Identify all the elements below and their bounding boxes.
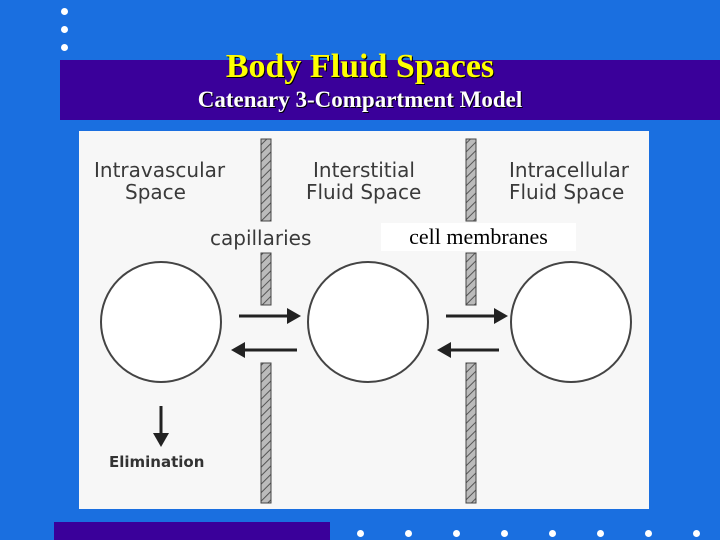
cell-membrane-barrier-segment: [465, 362, 477, 504]
intravascular-label-line1: Intravascular: [94, 158, 226, 182]
intravascular-label-line2: Space: [125, 180, 186, 204]
arrow-left-icon: [437, 342, 499, 358]
decorative-dot: [61, 26, 68, 33]
compartment-diagram: Intravascular Space Interstitial Fluid S…: [79, 131, 649, 509]
interstitial-compartment-circle: [307, 261, 429, 383]
intracellular-label-line1: Intracellular: [509, 158, 630, 182]
decorative-dot: [501, 530, 508, 537]
decorative-dot: [61, 8, 68, 15]
decorative-dot: [645, 530, 652, 537]
arrow-right-icon: [446, 308, 508, 324]
intracellular-compartment-circle: [510, 261, 632, 383]
elimination-label: Elimination: [109, 453, 205, 471]
cell-membrane-barrier-segment: [465, 252, 477, 306]
capillary-barrier-segment: [260, 138, 272, 222]
title-band: [60, 60, 720, 120]
decorative-dot: [597, 530, 604, 537]
arrow-left-icon: [231, 342, 297, 358]
cell-membranes-label: cell membranes: [381, 223, 576, 251]
decorative-dot: [693, 530, 700, 537]
cell-membrane-barrier-segment: [465, 138, 477, 222]
arrow-right-icon: [239, 308, 301, 324]
capillary-barrier-segment: [260, 252, 272, 306]
capillary-barrier-segment: [260, 362, 272, 504]
interstitial-label-line1: Interstitial: [313, 158, 415, 182]
decorative-dot: [549, 530, 556, 537]
footer-band: [54, 522, 330, 540]
interstitial-label-line2: Fluid Space: [306, 180, 422, 204]
diagram-graphics: [100, 138, 632, 504]
decorative-dot: [453, 530, 460, 537]
intracellular-label-line2: Fluid Space: [509, 180, 625, 204]
slide-title: Body Fluid Spaces: [225, 48, 495, 85]
capillaries-label: capillaries: [210, 226, 312, 250]
intravascular-compartment-circle: [100, 261, 222, 383]
slide-subtitle: Catenary 3-Compartment Model: [197, 87, 523, 112]
decorative-dot: [405, 530, 412, 537]
arrow-down-icon: [153, 406, 169, 447]
decorative-dot: [61, 44, 68, 51]
decorative-dot: [357, 530, 364, 537]
